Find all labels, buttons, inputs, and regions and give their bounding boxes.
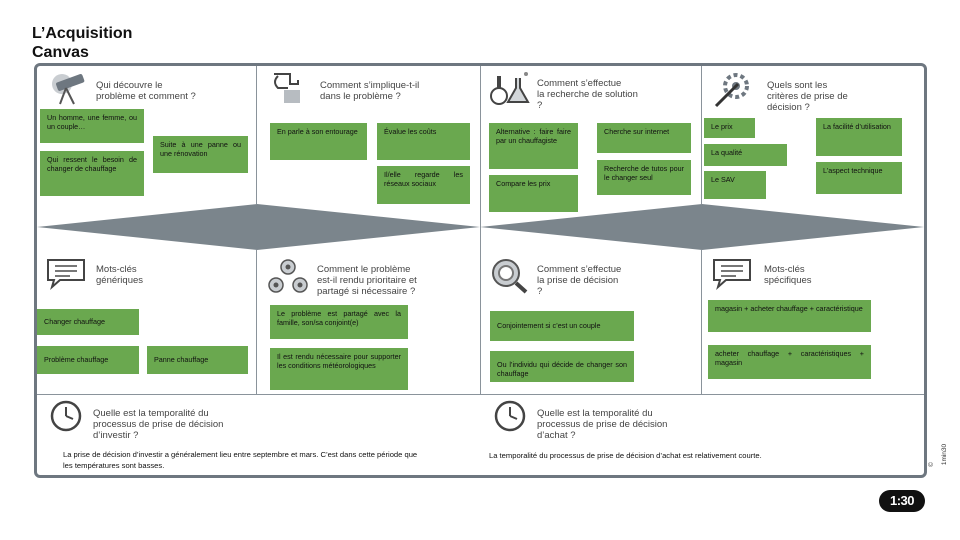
divider: [256, 250, 257, 394]
question-decision: Comment s’effectue la prise de décision …: [537, 264, 622, 297]
card-generic-1: Changer chauffage: [37, 309, 139, 335]
answer-timing-invest: La prise de décision d’investir a généra…: [63, 450, 418, 470]
card-involve-3: Il/elle regarde les réseaux sociaux: [377, 166, 470, 204]
clock-icon: [494, 400, 526, 432]
page-title: L’Acquisition Canvas: [32, 24, 132, 62]
card-involve-1: En parle à son entourage: [270, 123, 367, 160]
question-priority: Comment le problème est-il rendu priorit…: [317, 264, 417, 297]
question-discover: Qui découvre le problème et comment ?: [96, 80, 196, 102]
title-line-1: L’Acquisition: [32, 25, 133, 42]
card-involve-2: Évalue les coûts: [377, 123, 470, 160]
card-search-3: Recherche de tutos pour le changer seul: [597, 160, 691, 195]
divider: [37, 394, 924, 395]
question-generic-keywords: Mots-clés génériques: [96, 264, 144, 286]
question-specific-keywords: Mots-clés spécifiques: [764, 264, 812, 286]
card-discover-3: Suite à une panne ou une rénovation: [153, 136, 248, 173]
card-decision-1: Conjointement si c’est un couple: [490, 311, 634, 341]
canvas-frame: [34, 63, 927, 478]
title-line-2: Canvas: [32, 44, 89, 61]
answer-timing-buy: La temporalité du processus de prise de …: [489, 451, 762, 460]
card-criteria-4: La facilité d’utilisation: [816, 118, 902, 156]
card-priority-1: Le problème est partagé avec la famille,…: [270, 305, 408, 339]
card-search-1: Alternative : faire faire par un chauffa…: [489, 123, 578, 169]
divider: [701, 66, 702, 204]
question-search: Comment s’effectue la recherche de solut…: [537, 78, 638, 111]
divider: [480, 66, 481, 394]
telescope-icon: [52, 74, 85, 105]
card-decision-2: Ou l’individu qui décide de changer son …: [490, 351, 634, 382]
hand-pointer-icon: [274, 73, 300, 103]
chat-bubble-icon: [47, 259, 85, 290]
copyright: © 1min30: [926, 437, 956, 477]
copyright-symbol: ©: [927, 462, 935, 467]
copyright-text: 1min30: [941, 443, 949, 466]
flow-arrow-left: [37, 204, 480, 250]
question-timing-buy: Quelle est la temporalité du processus d…: [537, 408, 668, 441]
question-criteria: Quels sont les critères de prise de déci…: [767, 80, 848, 113]
card-priority-2: Il est rendu nécessaire pour supporter l…: [270, 348, 408, 390]
card-specific-1: magasin + acheter chauffage + caractéris…: [708, 300, 871, 332]
card-search-2: Cherche sur internet: [597, 123, 691, 153]
flow-arrow-right: [480, 204, 924, 250]
card-criteria-2: La qualité: [704, 144, 787, 166]
lab-flask-icon: [490, 72, 530, 105]
divider: [256, 66, 257, 204]
clock-icon: [50, 400, 82, 432]
divider: [701, 250, 702, 394]
card-discover-1: Un homme, une femme, ou un couple…: [40, 109, 144, 143]
card-criteria-5: L’aspect technique: [816, 162, 902, 194]
card-generic-3: Panne chauffage: [147, 346, 248, 374]
card-generic-2: Problème chauffage: [37, 346, 139, 374]
people-network-icon: [268, 259, 308, 293]
question-involve: Comment s’implique-t-il dans le problème…: [320, 80, 420, 102]
card-search-4: Compare les prix: [489, 175, 578, 212]
card-specific-2: acheter chauffage + caractéristiques + m…: [708, 345, 871, 379]
magnifier-target-icon: [492, 259, 528, 294]
brand-logo: 1:30: [879, 490, 925, 512]
card-criteria-3: Le SAV: [704, 171, 766, 199]
card-discover-2: Qui ressent le besoin de changer de chau…: [40, 151, 144, 196]
question-timing-invest: Quelle est la temporalité du processus d…: [93, 408, 224, 441]
gear-pen-icon: [714, 73, 749, 108]
card-criteria-1: Le prix: [704, 118, 755, 138]
chat-bubble-icon: [713, 259, 751, 290]
